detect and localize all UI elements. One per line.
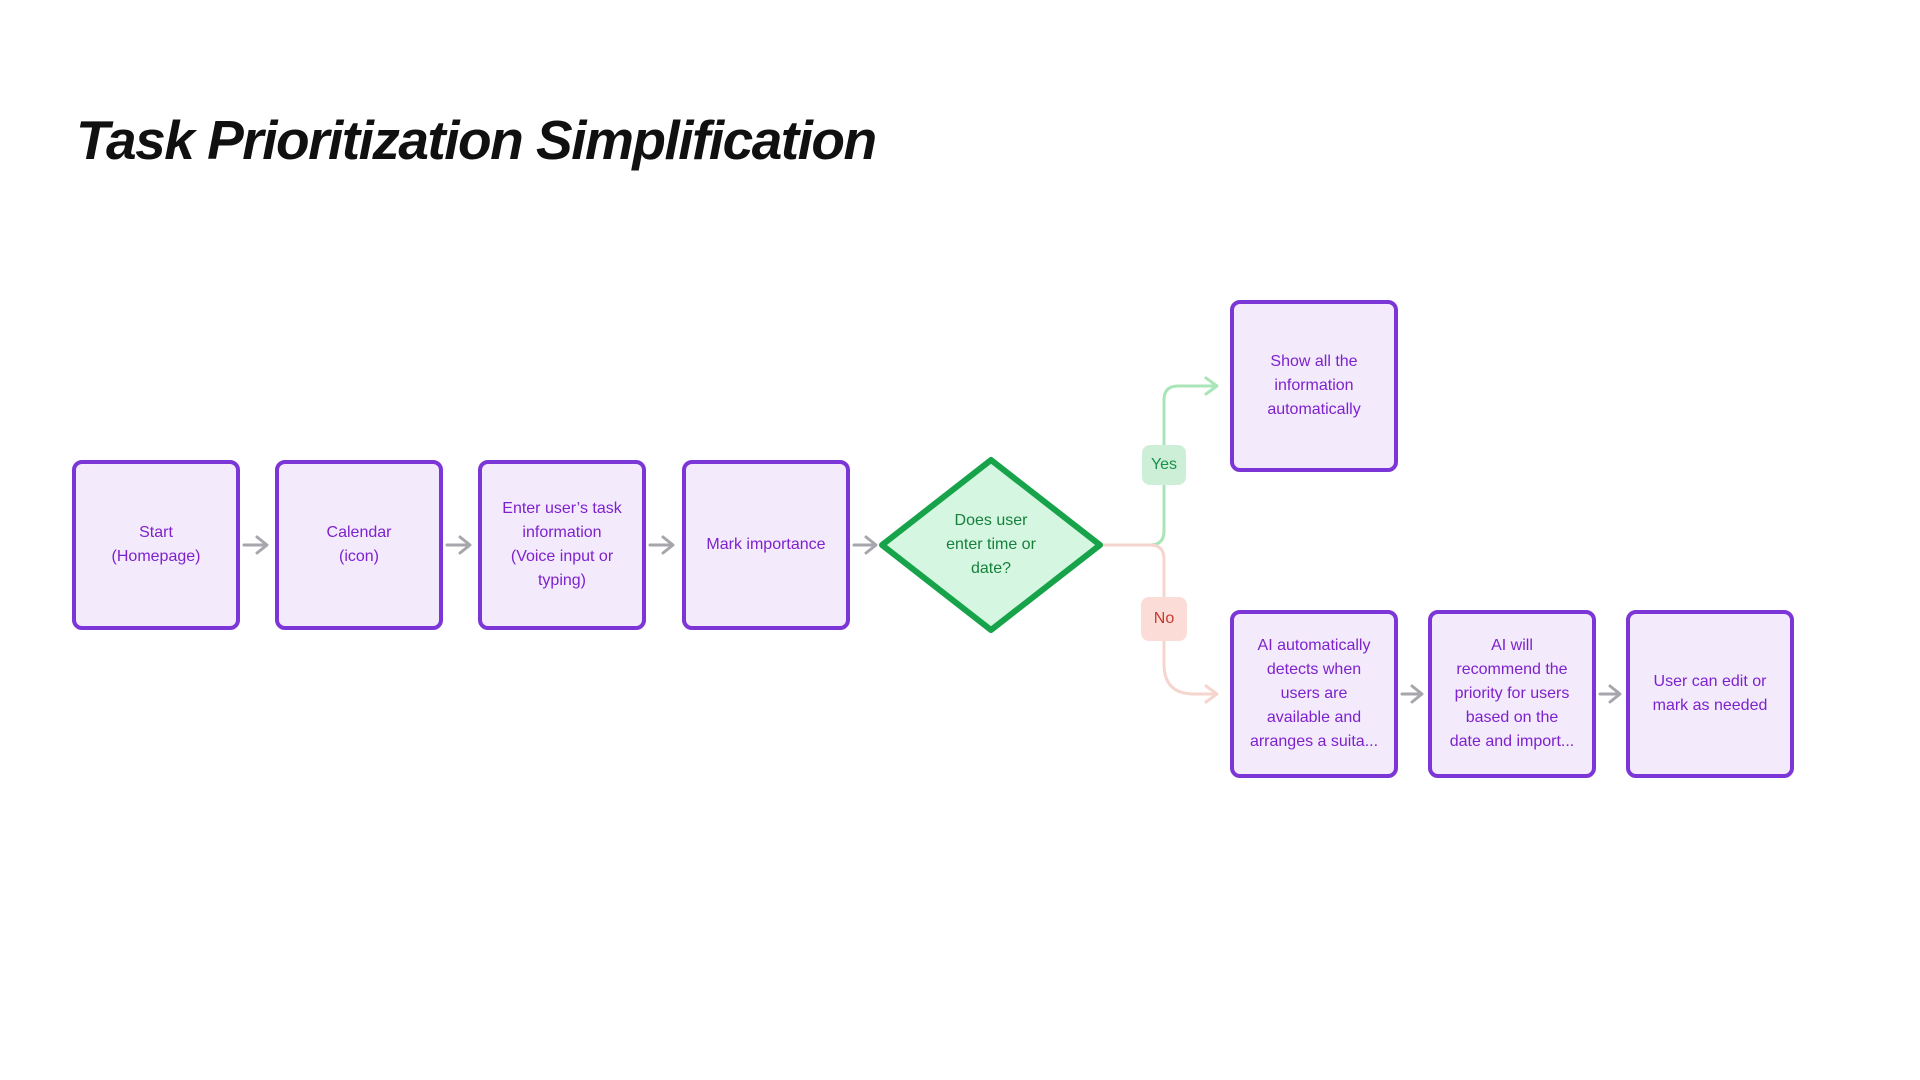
node-show-all-information[interactable]: Show all the information automatically [1230, 300, 1398, 472]
arrow-start-to-calendar [242, 535, 269, 555]
node-calendar[interactable]: Calendar (icon) [275, 460, 443, 630]
node-ai-detects-availability[interactable]: AI automatically detects when users are … [1230, 610, 1398, 778]
arrow-mark-importance-to-decision [852, 535, 878, 555]
node-user-can-edit[interactable]: User can edit or mark as needed [1626, 610, 1794, 778]
node-ai-recommend-priority[interactable]: AI will recommend the priority for users… [1428, 610, 1596, 778]
node-start[interactable]: Start (Homepage) [72, 460, 240, 630]
edge-label-no[interactable]: No [1141, 597, 1187, 641]
edge-label-yes[interactable]: Yes [1142, 445, 1186, 485]
decision-label: Does user enter time or date? [946, 512, 1036, 577]
arrow-ai-detects-to-ai-recommend [1400, 684, 1424, 704]
page-title: Task Prioritization Simplification [76, 109, 877, 171]
decision-diamond-shape[interactable] [879, 457, 1103, 633]
arrow-enter-task-to-mark-importance [648, 535, 675, 555]
arrow-ai-recommend-to-user-edit [1598, 684, 1622, 704]
node-mark-importance[interactable]: Mark importance [682, 460, 850, 630]
arrow-calendar-to-enter-task [445, 535, 472, 555]
node-enter-task-information[interactable]: Enter user’s task information (Voice inp… [478, 460, 646, 630]
